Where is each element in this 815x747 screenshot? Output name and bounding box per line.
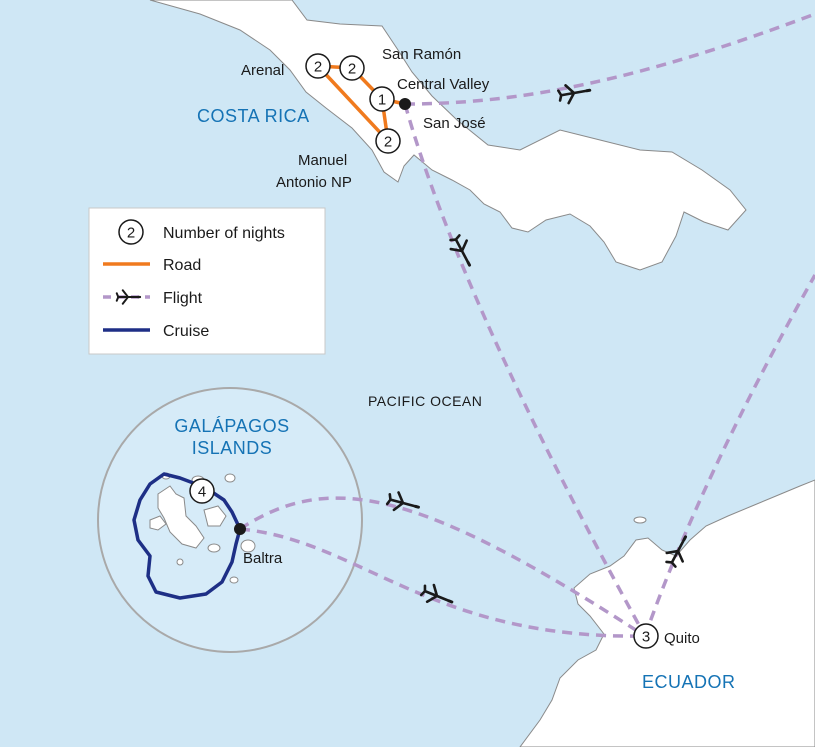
ocean-label: PACIFIC OCEAN	[368, 393, 482, 409]
place-label-baltra: Baltra	[243, 550, 283, 567]
nights-count: 2	[314, 59, 322, 76]
night-stop-icon	[189, 478, 215, 504]
night-stop-icon	[305, 53, 331, 79]
nights-count: 1	[378, 92, 386, 109]
legend: 2 Number of nights Road Flight Cruise	[88, 207, 326, 355]
night-stop-arenal: 2	[305, 53, 331, 79]
nights-count: 4	[198, 484, 206, 501]
hub-dot-icon	[234, 523, 246, 535]
legend-label-cruise: Cruise	[163, 323, 209, 340]
place-label-central-valley: Central Valley	[397, 76, 490, 93]
place-label-arenal: Arenal	[241, 62, 284, 79]
flight-route-baltra-quito-lower	[239, 527, 646, 638]
legend-label-nights: Number of nights	[163, 225, 285, 242]
place-label-manuel-antonio-2: Antonio NP	[276, 174, 352, 191]
night-stop-icon	[369, 86, 395, 112]
place-label-quito: Quito	[664, 630, 700, 647]
legend-label-road: Road	[163, 257, 201, 274]
nights-count: 3	[642, 629, 650, 646]
island	[633, 516, 647, 524]
place-label-san-jose: San José	[423, 115, 486, 132]
night-stop-central-valley: 1	[369, 86, 395, 112]
region-label-galapagos: GALÁPAGOS	[174, 416, 289, 436]
flight-route-sanjose-quito	[403, 103, 647, 637]
region-label-ecuador: ECUADOR	[642, 672, 736, 692]
galapagos-inset	[97, 387, 363, 653]
nights-count: 2	[348, 61, 356, 78]
hub-dot-icon	[399, 98, 411, 110]
nights-count: 2	[384, 134, 392, 151]
region-label-galapagos-2: ISLANDS	[192, 438, 273, 458]
region-label-costa-rica: COSTA RICA	[197, 106, 310, 126]
legend-label-flight: Flight	[163, 290, 203, 307]
night-stop-icon	[339, 55, 365, 81]
night-stop-manuel-antonio: 2	[375, 128, 401, 154]
night-stop-icon	[375, 128, 401, 154]
night-stop-san-ramon: 2	[339, 55, 365, 81]
galapagos-islands	[149, 472, 256, 584]
place-label-san-ramon: San Ramón	[382, 46, 461, 63]
central-america-landmass	[149, 0, 747, 271]
place-label-manuel-antonio: Manuel	[298, 152, 347, 169]
night-stop-quito: 3	[633, 623, 659, 649]
legend-nights-sample: 2	[127, 225, 135, 242]
south-america-landmass	[519, 479, 815, 747]
flight-route-baltra-quito-upper	[239, 496, 646, 638]
flight-routes	[239, 12, 815, 638]
night-stop-galapagos: 4	[189, 478, 215, 504]
night-stop-icon	[118, 219, 144, 245]
night-stop-icon	[633, 623, 659, 649]
